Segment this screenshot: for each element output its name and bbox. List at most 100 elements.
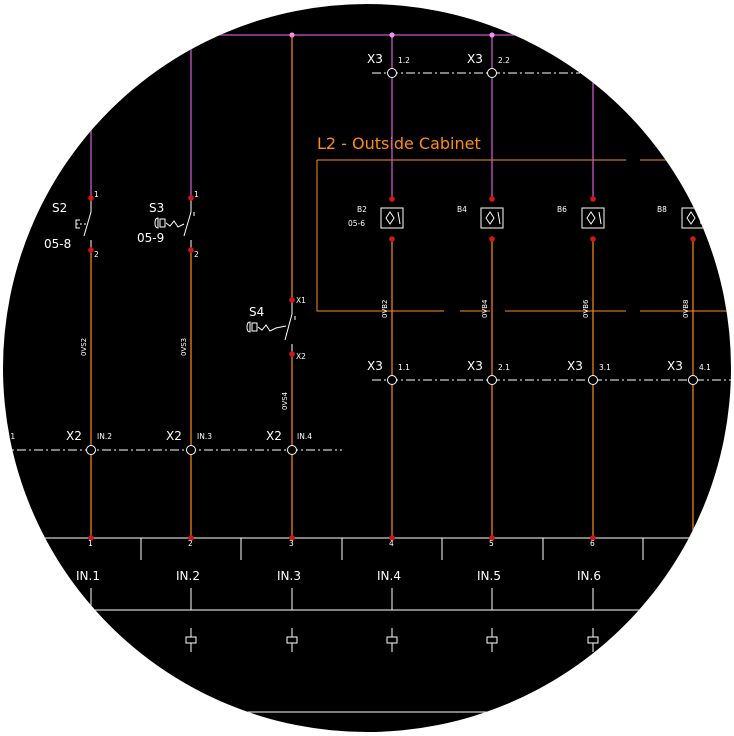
connection-dot bbox=[489, 236, 495, 242]
proximity-sensor-icon bbox=[380, 207, 404, 229]
input-pin-number: 4 bbox=[389, 539, 394, 548]
terminal-strip: X3 bbox=[367, 52, 383, 66]
key-switch-icon bbox=[154, 200, 195, 250]
connection-dot bbox=[590, 236, 596, 242]
sensor-diamond bbox=[686, 211, 696, 225]
connection-dot bbox=[389, 535, 395, 541]
pin-label: X1 bbox=[296, 296, 306, 305]
input-pin-number: 3 bbox=[289, 539, 294, 548]
sensor-tag: B8 bbox=[657, 205, 667, 214]
pin-label: 1 bbox=[94, 190, 99, 199]
input-label: IN.4 bbox=[377, 569, 401, 583]
terminal-pin: 3.1 bbox=[599, 363, 611, 372]
input-pin-number: 5 bbox=[489, 539, 494, 548]
terminal-rails bbox=[3, 72, 731, 451]
input-label: IN.6 bbox=[577, 569, 601, 583]
input-pin-number: 2 bbox=[188, 539, 193, 548]
connection-dot bbox=[389, 196, 395, 202]
sensor-tag: B4 bbox=[457, 205, 467, 214]
terminal-strip: X3 bbox=[567, 359, 583, 373]
input-pin-number: 1 bbox=[88, 539, 93, 548]
terminal-circle-icon bbox=[487, 68, 497, 78]
terminal-x2-in-3[interactable]: X2 IN.3 bbox=[166, 429, 212, 455]
connection-dot bbox=[88, 247, 94, 253]
terminal-strip: X3 bbox=[367, 359, 383, 373]
terminal-strip: X2 bbox=[266, 429, 282, 443]
terminal-circle-icon bbox=[186, 445, 196, 455]
input-label: IN.3 bbox=[277, 569, 301, 583]
connection-dot bbox=[188, 195, 194, 201]
sensor-b6[interactable]: B6 bbox=[557, 196, 605, 242]
connection-dot bbox=[88, 535, 94, 541]
terminal-strip: X3 bbox=[467, 52, 483, 66]
terminal-pin: 1.2 bbox=[398, 56, 410, 65]
connection-dot bbox=[289, 297, 295, 303]
terminal-strip: X3 bbox=[667, 359, 683, 373]
wire-label: 0VB4 bbox=[481, 299, 489, 318]
pin-label: X2 bbox=[296, 352, 306, 361]
terminal-pin: IN.3 bbox=[197, 432, 212, 441]
enclosure-box bbox=[316, 159, 731, 312]
terminal-circle-icon bbox=[287, 445, 297, 455]
wire-label: 0VB2 bbox=[381, 300, 389, 319]
connection-dot bbox=[590, 535, 596, 541]
connection-dot bbox=[289, 351, 295, 357]
led-icon bbox=[185, 628, 197, 652]
pin-label: 2 bbox=[194, 250, 199, 259]
terminal-pin: IN.2 bbox=[97, 432, 112, 441]
input-label: IN.1 bbox=[76, 569, 100, 583]
switch-tag: S2 bbox=[52, 201, 67, 215]
terminal-x3-3-1[interactable]: X3 3.1 bbox=[567, 359, 611, 385]
terminal-pin: 1.1 bbox=[398, 363, 410, 372]
key-switch-icon bbox=[246, 302, 296, 354]
terminal-pin: 2.1 bbox=[498, 363, 510, 372]
led-icon bbox=[486, 628, 498, 652]
schematic-canvas: L2 - Outside Cabinet bbox=[3, 32, 731, 713]
terminal-x3-2-2[interactable]: X3 2.2 bbox=[467, 52, 510, 78]
input-pin-number: 6 bbox=[590, 539, 595, 548]
sensor-contact bbox=[598, 211, 602, 225]
wire-label: 0VS3 bbox=[180, 338, 188, 356]
sensor-contact bbox=[397, 211, 401, 225]
sensor-diamond bbox=[485, 211, 495, 225]
input-label: IN.5 bbox=[477, 569, 501, 583]
terminal-x3-2-1[interactable]: X3 2.1 bbox=[467, 359, 510, 385]
input-pins: 1 2 3 4 5 6 bbox=[88, 535, 596, 548]
sensor-contact bbox=[497, 211, 501, 225]
switch-s2[interactable]: S2 05-8 1 2 bbox=[44, 190, 99, 259]
pin-label: 1 bbox=[194, 190, 199, 199]
sensor-b4[interactable]: B4 bbox=[457, 196, 504, 242]
terminal-circle-icon bbox=[588, 375, 598, 385]
sensor-tag: B2 bbox=[357, 205, 367, 214]
sensor-diamond bbox=[385, 211, 395, 225]
switch-tag: S4 bbox=[249, 305, 264, 319]
input-label: IN.2 bbox=[176, 569, 200, 583]
wire-label: 0VS4 bbox=[281, 391, 289, 410]
terminal-circle-icon bbox=[487, 375, 497, 385]
terminal-x2-in-1[interactable]: .1 X2 IN.2 bbox=[8, 429, 112, 455]
lens-background bbox=[3, 4, 731, 732]
sensor-b2[interactable]: B2 05-6 bbox=[348, 196, 404, 242]
switch-s4[interactable]: S4 X1 X2 bbox=[246, 296, 306, 361]
junction-dot bbox=[389, 32, 395, 38]
terminal-pin: 4.1 bbox=[699, 363, 711, 372]
connection-dot bbox=[88, 195, 94, 201]
connection-dot bbox=[489, 535, 495, 541]
terminal-x3-4-1[interactable]: X3 4.1 bbox=[667, 359, 711, 385]
proximity-sensor-icon bbox=[480, 207, 504, 229]
enclosure-title: L2 - Outside Cabinet bbox=[317, 134, 481, 153]
terminal-pin: .1 bbox=[8, 432, 15, 441]
terminal-x3-1-1[interactable]: X3 1.1 bbox=[367, 359, 410, 385]
terminal-x2-in-4[interactable]: X2 IN.4 bbox=[266, 429, 312, 455]
switch-tag: S3 bbox=[149, 201, 164, 215]
connection-dot bbox=[188, 535, 194, 541]
terminal-circle-icon bbox=[387, 375, 397, 385]
switch-s3[interactable]: S3 05-9 1 2 bbox=[137, 190, 199, 259]
terminal-circle-icon bbox=[688, 375, 698, 385]
terminal-circle-icon bbox=[387, 68, 397, 78]
terminal-strip: X2 bbox=[166, 429, 182, 443]
connection-dot bbox=[690, 236, 696, 242]
wire-label: 0VB8 bbox=[682, 300, 690, 319]
terminal-x3-1-2[interactable]: X3 1.2 bbox=[367, 52, 410, 78]
